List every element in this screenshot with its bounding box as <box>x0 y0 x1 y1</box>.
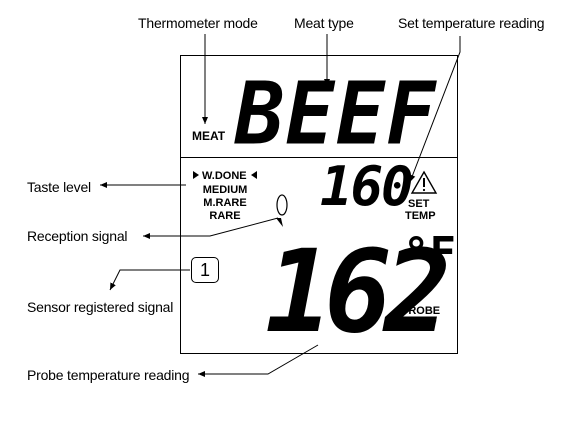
probe-temp-label-2: TEMP <box>406 317 437 329</box>
probe-temp-label-1: PROBE <box>401 305 441 317</box>
callout-probe-temperature-reading: Probe temperature reading <box>27 367 190 383</box>
lcd-divider <box>180 157 458 158</box>
callout-set-temperature-reading: Set temperature reading <box>398 15 545 31</box>
set-temp-label-1: SET <box>408 198 430 210</box>
leader-set-temperature <box>409 36 461 183</box>
taste-level-item: MEDIUM <box>202 184 248 196</box>
leader-sensor-registered <box>109 269 190 291</box>
lcd-panel <box>180 55 458 354</box>
leader-probe-temperature <box>198 344 319 377</box>
reception-signal-icon <box>276 194 288 227</box>
callout-meat-type: Meat type <box>294 15 354 31</box>
set-temperature-display: 160 <box>320 155 414 218</box>
taste-level-list: W.DONE MEDIUM M.RARE RARE <box>193 170 265 222</box>
taste-level-item: M.RARE <box>203 197 247 209</box>
callout-sensor-registered-signal: Sensor registered signal <box>27 299 174 315</box>
leader-reception-signal <box>143 217 279 239</box>
sensor-number-box: 1 <box>191 257 219 283</box>
callout-reception-signal: Reception signal <box>27 228 128 244</box>
callout-taste-level: Taste level <box>27 179 91 195</box>
callout-thermometer-mode: Thermometer mode <box>138 15 258 31</box>
warning-triangle-icon <box>410 170 438 194</box>
taste-selected-left-arrow-icon <box>193 171 199 179</box>
probe-temperature-display: 162 <box>265 225 451 359</box>
taste-selected-right-arrow-icon <box>251 171 257 179</box>
taste-level-item: W.DONE <box>202 170 247 182</box>
meat-type-display: BEEF <box>235 64 437 165</box>
temperature-unit: °F <box>403 228 456 279</box>
set-temp-label-2: TEMP <box>405 210 436 222</box>
mode-label: MEAT <box>192 129 226 143</box>
sensor-number: 1 <box>199 260 210 280</box>
taste-level-item: RARE <box>209 210 241 222</box>
